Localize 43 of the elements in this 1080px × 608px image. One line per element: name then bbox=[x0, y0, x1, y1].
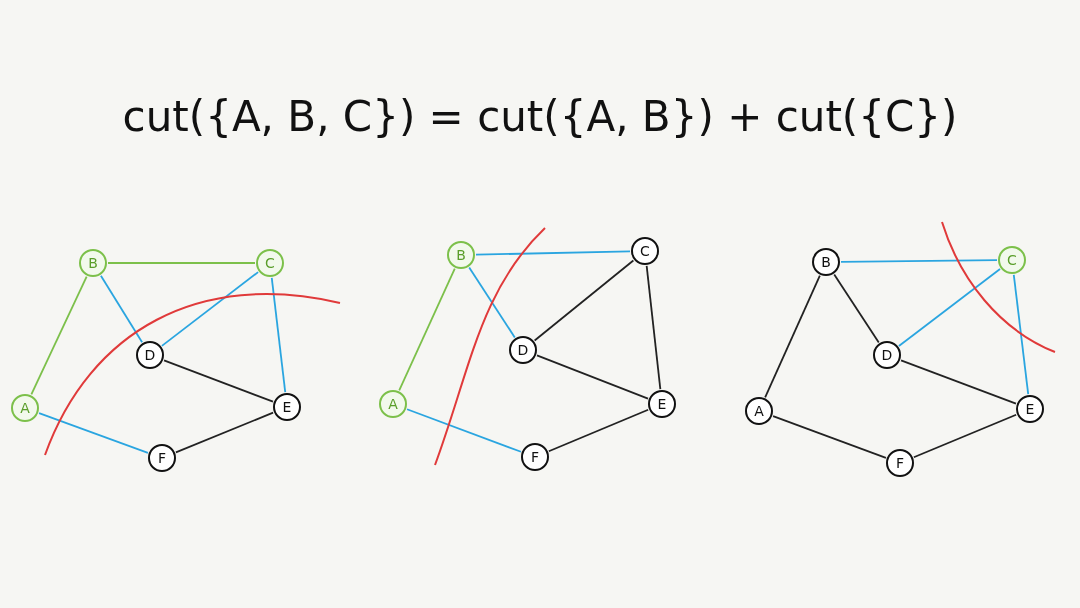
graph-edge bbox=[270, 277, 287, 393]
vertex-circle: F bbox=[148, 444, 176, 472]
graph-edge bbox=[833, 273, 880, 344]
graph-edge bbox=[161, 271, 259, 347]
graph-edge bbox=[30, 275, 88, 396]
graph-edge bbox=[840, 259, 998, 263]
vertex-circle: C bbox=[998, 246, 1026, 274]
vertex-circle: F bbox=[521, 443, 549, 471]
graph-edge bbox=[645, 265, 662, 390]
vertex-circle: C bbox=[631, 237, 659, 265]
graph-edge bbox=[406, 408, 522, 453]
graph-edge bbox=[38, 412, 149, 454]
formula-title: cut({A, B, C}) = cut({A, B}) + cut({C}) bbox=[121, 92, 959, 141]
vertex-circle: C bbox=[256, 249, 284, 277]
graph-edge bbox=[468, 266, 516, 339]
graph-edge bbox=[107, 262, 256, 264]
graph-edge bbox=[163, 359, 274, 403]
graph-edge bbox=[772, 415, 887, 459]
vertex-circle: B bbox=[79, 249, 107, 277]
graph-edge bbox=[536, 354, 649, 400]
vertex-circle: F bbox=[886, 449, 914, 477]
vertex-circle: E bbox=[273, 393, 301, 421]
graph-edge bbox=[533, 259, 635, 342]
graph-edge bbox=[900, 359, 1017, 405]
vertex-circle: A bbox=[745, 397, 773, 425]
graph-edge bbox=[898, 268, 1001, 347]
graph-edge bbox=[475, 250, 631, 256]
vertex-circle: B bbox=[447, 241, 475, 269]
graph-edge bbox=[764, 274, 821, 399]
vertex-circle: B bbox=[812, 248, 840, 276]
vertex-circle: E bbox=[1016, 395, 1044, 423]
graph-edge bbox=[100, 274, 143, 344]
graph-edge bbox=[912, 413, 1018, 459]
vertex-circle: A bbox=[379, 390, 407, 418]
graph-edge bbox=[1012, 274, 1030, 395]
vertex-circle: A bbox=[11, 394, 39, 422]
graph-edge bbox=[547, 408, 650, 453]
graph-edge bbox=[175, 411, 274, 454]
vertex-circle: D bbox=[873, 341, 901, 369]
graph-edge bbox=[398, 267, 456, 392]
vertex-circle: E bbox=[648, 390, 676, 418]
vertex-circle: D bbox=[136, 341, 164, 369]
vertex-circle: D bbox=[509, 336, 537, 364]
